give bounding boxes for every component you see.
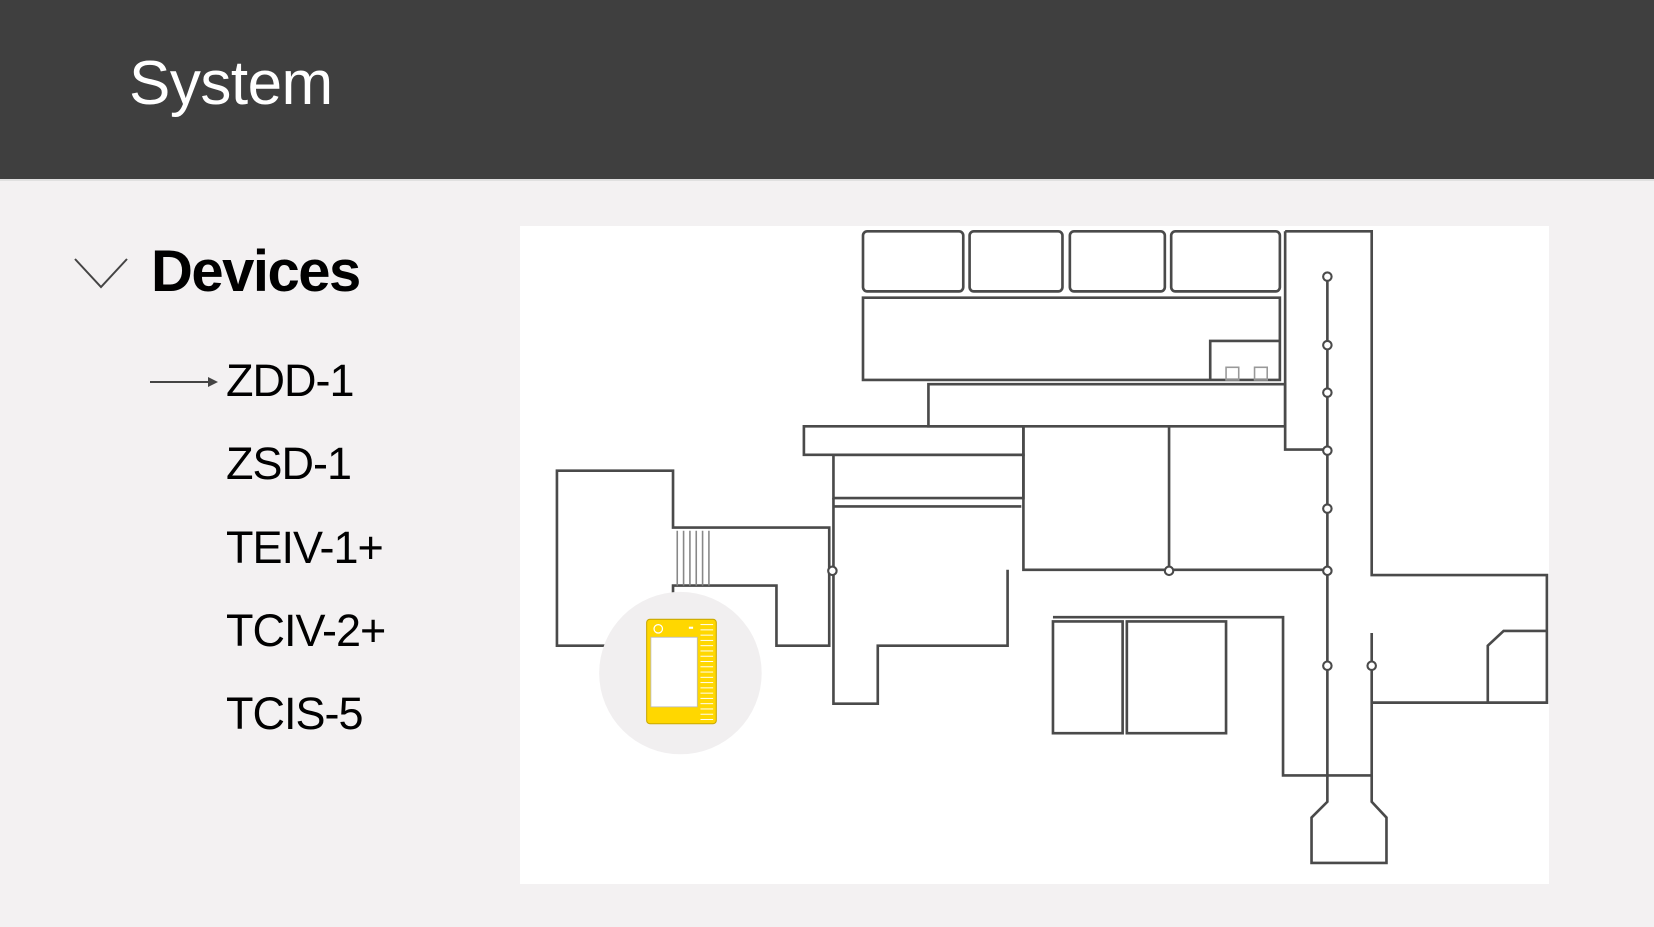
device-item-tciv-2plus[interactable]: TCIV-2+ [226, 605, 386, 656]
device-marker[interactable] [599, 591, 762, 755]
chevron-down-icon[interactable] [74, 258, 128, 290]
device-item-tcis-5[interactable]: TCIS-5 [226, 688, 364, 739]
stairs [676, 530, 710, 586]
device-item-zsd-1[interactable]: ZSD-1 [226, 438, 352, 489]
device-item-teiv-1plus[interactable]: TEIV-1+ [226, 522, 384, 573]
floor-plan [555, 229, 1549, 865]
floor-plan-map[interactable] [520, 226, 1549, 884]
device-item-zdd-1[interactable]: ZDD-1 [226, 355, 354, 406]
door-nodes [827, 271, 1377, 671]
header-bar: System [0, 0, 1654, 181]
page-title: System [129, 49, 333, 118]
floor-plan-walls [555, 229, 1549, 865]
selected-arrow-icon [150, 377, 218, 387]
devices-section-header[interactable]: Devices [151, 239, 361, 304]
